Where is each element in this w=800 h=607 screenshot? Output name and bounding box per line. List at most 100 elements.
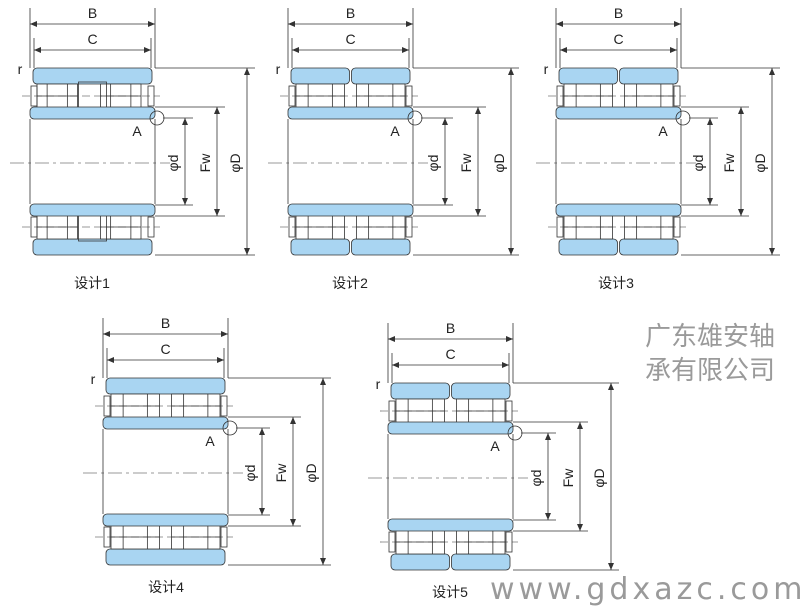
- inner-ring-top: [555, 106, 682, 120]
- label-A: A: [390, 123, 400, 139]
- arrowhead: [508, 68, 514, 75]
- arrowhead: [392, 362, 399, 368]
- arrowhead: [506, 336, 513, 342]
- label-d: φd: [690, 155, 706, 172]
- outer-ring-top-right: [351, 67, 411, 85]
- inner-ring-bottom: [555, 203, 682, 217]
- label-C: C: [613, 31, 623, 47]
- label-d: φd: [528, 470, 544, 487]
- label-r: r: [276, 61, 281, 77]
- arrowhead: [406, 21, 413, 27]
- arrowhead: [508, 248, 514, 255]
- outer-ring-top-right: [619, 67, 679, 85]
- arrowhead: [545, 513, 551, 520]
- label-B: B: [161, 315, 170, 331]
- inner-ring-top: [287, 106, 414, 120]
- arrowhead: [738, 209, 744, 216]
- label-A: A: [132, 123, 142, 139]
- outer-ring-bottom-right: [619, 238, 679, 256]
- outer-ring-bottom-right: [451, 553, 511, 571]
- watermark-company: 广东雄安轴承有限公司: [645, 322, 776, 386]
- label-Fw: Fw: [197, 153, 213, 173]
- outer-ring-bottom-right: [351, 238, 411, 256]
- arrowhead: [769, 68, 775, 75]
- arrowhead: [103, 331, 110, 337]
- outer-ring-bottom-left: [390, 553, 450, 571]
- outer-ring-top-left: [290, 67, 350, 85]
- label-r: r: [376, 376, 381, 392]
- arrowhead: [259, 508, 265, 515]
- outer-ring-top: [105, 377, 226, 395]
- arrowhead: [290, 417, 296, 424]
- arrowhead: [388, 336, 395, 342]
- label-d: φd: [165, 155, 181, 172]
- label-B: B: [614, 5, 623, 21]
- arrowhead: [738, 107, 744, 114]
- outer-ring-bottom: [105, 548, 226, 566]
- arrowhead: [320, 378, 326, 385]
- label-D: φD: [752, 153, 768, 172]
- arrowhead: [320, 558, 326, 565]
- label-A: A: [205, 433, 215, 449]
- arrowhead: [560, 47, 567, 53]
- inner-ring-bottom: [29, 203, 156, 217]
- outer-ring-top-left: [390, 382, 450, 400]
- arrowhead: [288, 21, 295, 27]
- label-B: B: [446, 320, 455, 336]
- label-D: φD: [303, 463, 319, 482]
- arrowhead: [244, 248, 250, 255]
- arrowhead: [244, 68, 250, 75]
- arrowhead: [707, 198, 713, 205]
- label-r: r: [18, 61, 23, 77]
- arrowhead: [608, 563, 614, 570]
- outer-ring-bottom-left: [290, 238, 350, 256]
- inner-ring-bottom: [287, 203, 414, 217]
- outer-ring-bottom-left: [558, 238, 618, 256]
- arrowhead: [545, 433, 551, 440]
- label-r: r: [544, 61, 549, 77]
- label-Fw: Fw: [273, 463, 289, 483]
- arrowhead: [221, 331, 228, 337]
- arrowhead: [214, 107, 220, 114]
- inner-ring-bottom: [387, 518, 514, 532]
- outer-ring-top-left: [558, 67, 618, 85]
- label-Fw: Fw: [560, 468, 576, 488]
- label-d: φd: [425, 155, 441, 172]
- arrowhead: [475, 107, 481, 114]
- arrowhead: [259, 428, 265, 435]
- label-Fw: Fw: [721, 153, 737, 173]
- label-C: C: [445, 346, 455, 362]
- arrowhead: [442, 198, 448, 205]
- arrowhead: [608, 383, 614, 390]
- arrowhead: [144, 47, 151, 53]
- arrowhead: [182, 198, 188, 205]
- arrowhead: [30, 21, 37, 27]
- design-caption: 设计3: [598, 275, 634, 291]
- arrowhead: [217, 357, 224, 363]
- inner-ring-top: [387, 421, 514, 435]
- outer-ring-top: [32, 67, 153, 85]
- arrowhead: [182, 118, 188, 125]
- arrowhead: [556, 21, 563, 27]
- inner-ring-top: [29, 106, 156, 120]
- label-r: r: [91, 371, 96, 387]
- label-A: A: [490, 438, 500, 454]
- arrowhead: [214, 209, 220, 216]
- inner-ring-top: [102, 416, 229, 430]
- design-caption: 设计5: [432, 584, 468, 600]
- label-C: C: [87, 31, 97, 47]
- arrowhead: [769, 248, 775, 255]
- label-D: φD: [491, 153, 507, 172]
- arrowhead: [475, 209, 481, 216]
- arrowhead: [107, 357, 114, 363]
- inner-ring-bottom: [102, 513, 229, 527]
- label-d: φd: [242, 465, 258, 482]
- arrowhead: [442, 118, 448, 125]
- arrowhead: [707, 118, 713, 125]
- label-C: C: [160, 341, 170, 357]
- arrowhead: [148, 21, 155, 27]
- label-D: φD: [591, 468, 607, 487]
